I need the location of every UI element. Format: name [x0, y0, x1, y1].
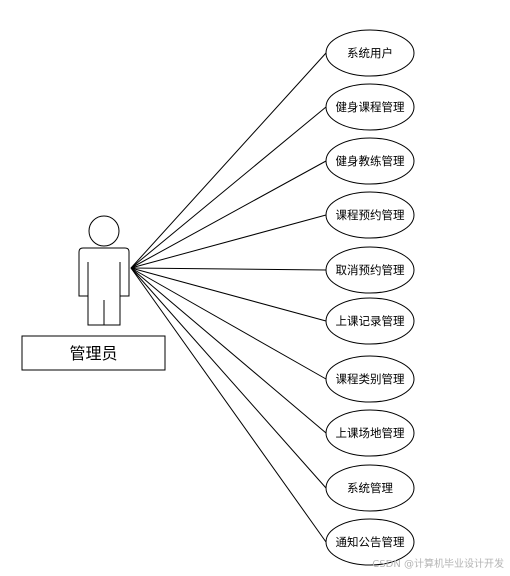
use-case-6: 上课记录管理 — [325, 297, 415, 345]
use-case-label: 上课记录管理 — [336, 314, 405, 328]
use-case-ellipse — [325, 29, 415, 77]
use-case-9: 系统管理 — [325, 464, 415, 512]
association-line-4 — [130, 214, 327, 269]
use-case-ellipse — [325, 518, 415, 566]
association-line-10 — [130, 267, 327, 543]
use-case-label: 系统管理 — [347, 481, 393, 495]
association-lines — [130, 52, 327, 543]
use-case-10: 通知公告管理 — [325, 518, 415, 566]
actor-name-frame — [21, 335, 166, 371]
use-case-4: 课程预约管理 — [325, 191, 415, 239]
use-case-7: 课程类别管理 — [325, 355, 415, 403]
association-line-7 — [130, 267, 327, 380]
use-case-ellipse — [325, 137, 415, 185]
use-case-ellipse — [325, 355, 415, 403]
use-case-8: 上课场地管理 — [325, 409, 415, 457]
use-case-label: 课程预约管理 — [336, 208, 405, 222]
actor-name: 管理员 — [69, 344, 117, 363]
use-case-ellipse — [325, 83, 415, 131]
use-case-label: 取消预约管理 — [336, 263, 405, 277]
use-case-ellipse — [325, 191, 415, 239]
actor-body — [78, 247, 130, 326]
actor-head — [88, 215, 120, 247]
use-case-label: 系统用户 — [347, 46, 393, 60]
use-case-ellipse — [325, 464, 415, 512]
association-line-3 — [130, 160, 327, 269]
use-case-ellipse — [325, 409, 415, 457]
use-case-3: 健身教练管理 — [325, 137, 415, 185]
use-case-label: 通知公告管理 — [336, 535, 405, 549]
use-case-5: 取消预约管理 — [325, 246, 415, 294]
association-line-2 — [130, 106, 327, 269]
association-line-1 — [130, 52, 327, 269]
use-case-label: 健身教练管理 — [336, 154, 405, 168]
actor-figure — [78, 215, 130, 326]
use-case-label: 课程类别管理 — [336, 372, 405, 386]
use-case-label: 上课场地管理 — [336, 426, 405, 440]
watermark: CSDN @计算机毕业设计开发 — [372, 559, 504, 570]
association-line-5 — [130, 267, 327, 271]
association-line-6 — [130, 267, 327, 322]
use-case-ellipse — [325, 297, 415, 345]
actor-name-box: 管理员 — [21, 335, 166, 371]
use-case-label: 健身课程管理 — [336, 100, 405, 114]
use-case-ellipse — [325, 246, 415, 294]
use-case-2: 健身课程管理 — [325, 83, 415, 131]
association-line-9 — [130, 267, 327, 489]
association-line-8 — [130, 267, 327, 434]
use-case-1: 系统用户 — [325, 29, 415, 77]
